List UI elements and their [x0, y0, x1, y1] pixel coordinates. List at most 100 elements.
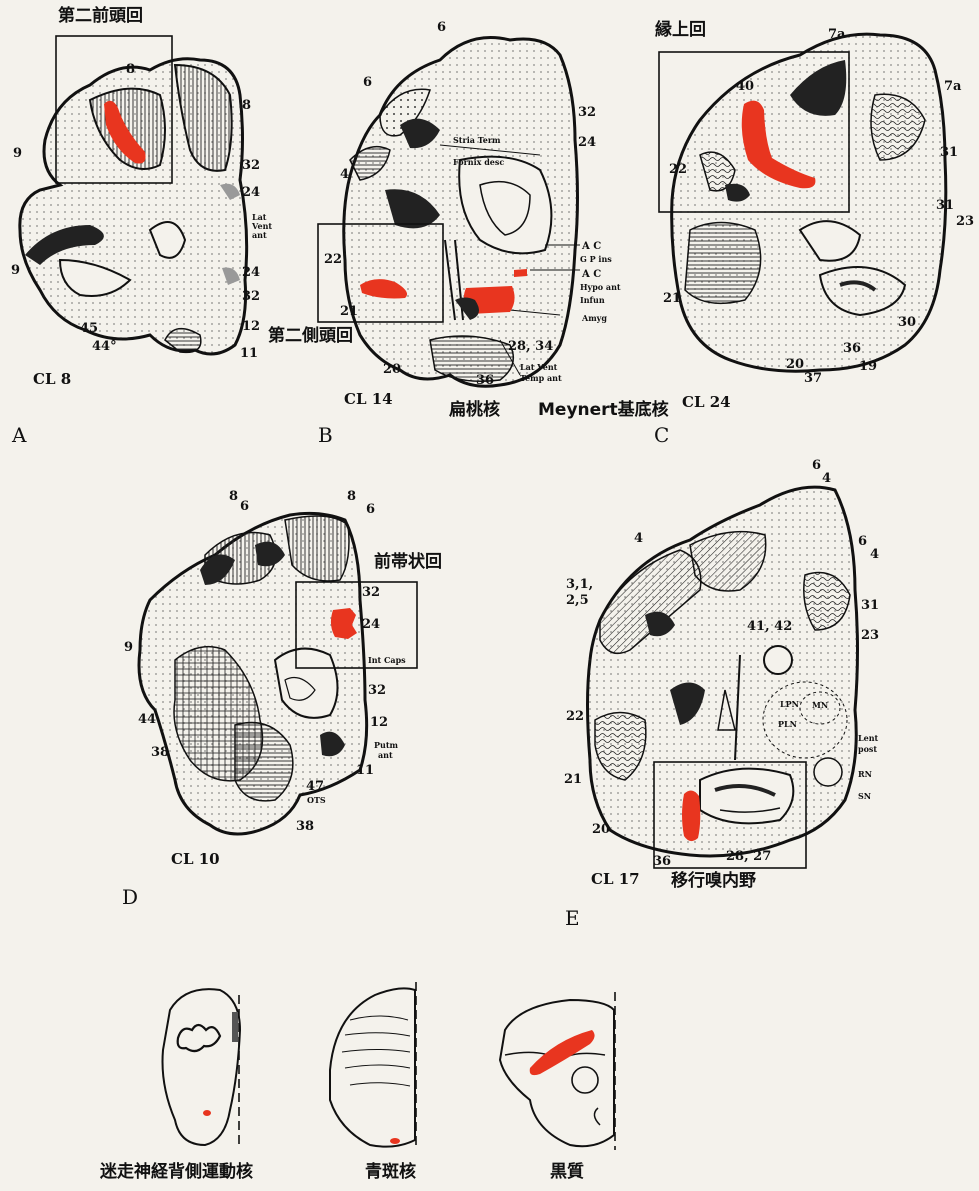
panel-b-letter: B [318, 425, 333, 445]
panel-e-section [588, 487, 858, 856]
panel-e-num: 31 [861, 599, 879, 612]
panel-a-label: 第二前頭回 [58, 8, 143, 25]
panel-c-num: 7a [944, 80, 961, 93]
panel-b-num: 22 [324, 253, 342, 266]
panel-c-num: 36 [843, 342, 861, 355]
panel-d-num: 38 [151, 746, 169, 759]
brainstem-pons [330, 982, 416, 1150]
panel-d-section [139, 513, 367, 834]
panel-e-num: 21 [564, 773, 582, 786]
panel-e-num: 4 [870, 548, 879, 561]
panel-a-num: 8 [242, 99, 251, 112]
panel-a-num: 32 [242, 159, 260, 172]
panel-b-num: 32 [578, 106, 596, 119]
panel-c-num: 20 [786, 358, 804, 371]
panel-b-label: 第二側頭回 [268, 328, 353, 345]
panel-c-num: 22 [669, 163, 687, 176]
panel-b-small: A C [582, 270, 601, 280]
panel-e-num: 3,1, [566, 578, 593, 591]
panel-b-num: 28, 34 [508, 340, 553, 353]
panel-e-letter: E [565, 908, 580, 928]
panel-d-label: 前帯状回 [374, 554, 442, 571]
panel-d-small: ant [378, 751, 393, 759]
panel-b-small: A C [582, 242, 601, 252]
brainstem-midbrain [500, 992, 615, 1150]
locus-coeruleus-lesion [390, 1138, 400, 1144]
panel-b-small: Temp ant [520, 374, 562, 382]
substantia-nigra-label: 黒質 [550, 1164, 584, 1181]
panel-a-num: 8 [126, 63, 135, 76]
panel-b-small: G P ins [580, 255, 612, 263]
panel-c-num: 40 [736, 80, 754, 93]
panel-a-num: 9 [13, 147, 22, 160]
panel-d-num: 24 [362, 618, 380, 631]
panel-d-num: 44 [138, 713, 156, 726]
panel-c-num: 30 [898, 316, 916, 329]
panel-e-lesion [682, 790, 700, 841]
panel-e-small: PLN [778, 720, 797, 728]
panel-c-num: 23 [956, 215, 974, 228]
panel-d-small: OTS [307, 796, 326, 804]
locus-coeruleus-label: 青斑核 [365, 1164, 416, 1181]
panel-a-num: 32 [242, 290, 260, 303]
panel-b-small: Amyg [582, 314, 607, 322]
panel-c-num: 21 [663, 292, 681, 305]
panel-b-num: 4 [340, 168, 349, 181]
panel-a-cl: CL 8 [33, 372, 71, 387]
panel-e-num: 20 [592, 823, 610, 836]
panel-e-small: post [858, 745, 877, 753]
panel-a-num: 45 [80, 322, 98, 335]
panel-e-num: 6 [812, 459, 821, 472]
panel-c-num: 37 [804, 372, 822, 385]
panel-b-num: 6 [363, 76, 372, 89]
panel-b-num: 6 [437, 21, 446, 34]
panel-b-num: 21 [340, 305, 358, 318]
panel-d-small: Putm [374, 741, 398, 749]
panel-c-num: 7a [828, 28, 845, 41]
panel-e-small: MN [812, 701, 828, 709]
panel-c-num: 31 [940, 146, 958, 159]
panel-c-num: 31 [936, 199, 954, 212]
panel-b-section [344, 38, 580, 387]
panel-a-num: 9 [11, 264, 20, 277]
vagus-nucleus-lesion [203, 1110, 211, 1116]
panel-d-num: 9 [124, 641, 133, 654]
panel-b-small: Infun [580, 296, 605, 304]
vagus-nucleus-label: 迷走神経背側運動核 [100, 1164, 253, 1181]
panel-b-small: Lat Vent [520, 363, 557, 371]
panel-b-small: Fornix desc [453, 158, 504, 166]
panel-d-num: 32 [362, 586, 380, 599]
panel-d-num: 32 [368, 684, 386, 697]
panel-d-num: 38 [296, 820, 314, 833]
panel-e-num: 4 [822, 472, 831, 485]
panel-e-num: 36 [653, 855, 671, 868]
panel-d-letter: D [122, 887, 138, 907]
panel-d-small: Int Caps [368, 656, 406, 664]
panel-d-num: 11 [356, 764, 374, 777]
panel-c-num: 19 [859, 360, 877, 373]
panel-a-letter: A [12, 425, 26, 445]
panel-d-num: 6 [366, 503, 375, 516]
panel-e-num: 6 [858, 535, 867, 548]
panel-b-num: 36 [476, 374, 494, 387]
panel-b-num: 20 [383, 363, 401, 376]
panel-a-num: 44° [92, 340, 117, 353]
panel-c-letter: C [654, 425, 669, 445]
panel-e-num: 28, 27 [726, 850, 771, 863]
panel-e-cl: CL 17 [591, 872, 640, 887]
panel-c-cl: CL 24 [682, 395, 731, 410]
panel-e-small: SN [858, 792, 871, 800]
panel-e-num: 2,5 [566, 594, 589, 607]
panel-b-small: Stria Term [453, 136, 501, 144]
panel-a-num: 24 [242, 266, 260, 279]
panel-b-small: Hypo ant [580, 283, 621, 291]
panel-d-cl: CL 10 [171, 852, 220, 867]
panel-e-num: 22 [566, 710, 584, 723]
panel-d-num: 6 [240, 500, 249, 513]
panel-a-section [20, 59, 247, 354]
panel-d-num: 12 [370, 716, 388, 729]
panel-d-num: 47 [306, 780, 324, 793]
panel-d-num: 8 [347, 490, 356, 503]
panel-b-num: 24 [578, 136, 596, 149]
panel-b-lesion-basal [514, 269, 527, 277]
